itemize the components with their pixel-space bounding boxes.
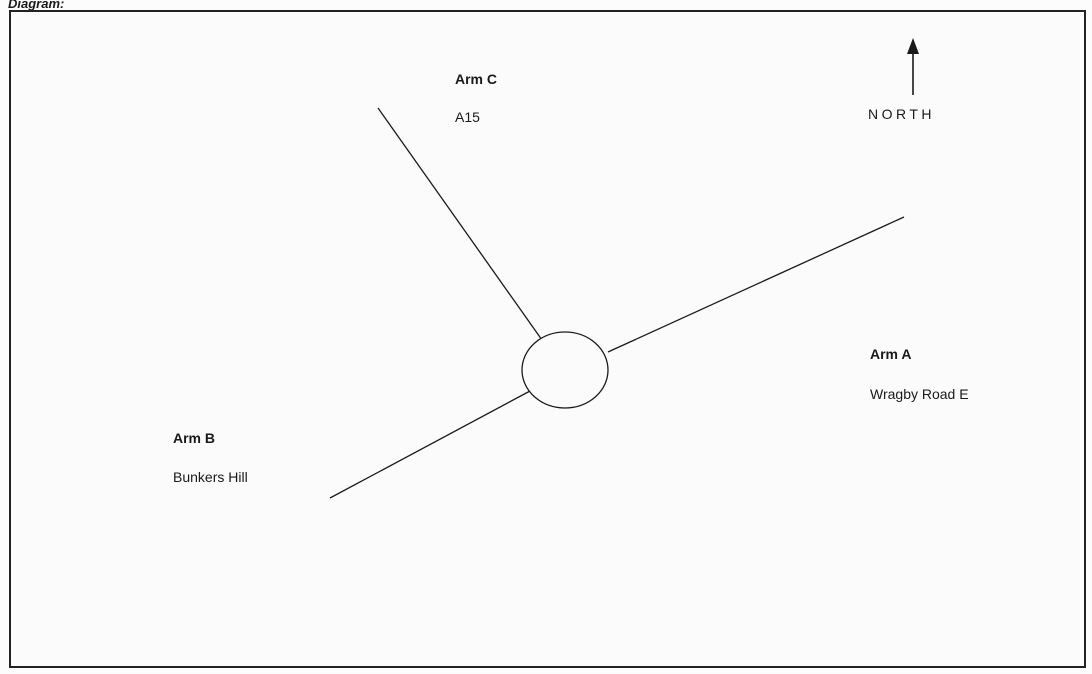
- arm-a-road-name: Wragby Road E: [870, 386, 969, 402]
- arm-b-road-name: Bunkers Hill: [173, 469, 248, 485]
- north-arrow-icon: [907, 38, 919, 95]
- north-label: NORTH: [868, 106, 936, 122]
- arm-c-road-name: A15: [455, 109, 480, 125]
- roundabout-circle: [521, 331, 609, 409]
- arm-b-title: Arm B: [173, 430, 216, 446]
- arm-b-road-line: [329, 390, 531, 499]
- diagram-heading: Diagram:: [8, 0, 65, 11]
- arm-a-road-line: [607, 216, 905, 353]
- arm-c-road-line: [377, 107, 543, 341]
- arm-c-title: Arm C: [455, 71, 498, 87]
- arm-a-title: Arm A: [870, 346, 912, 362]
